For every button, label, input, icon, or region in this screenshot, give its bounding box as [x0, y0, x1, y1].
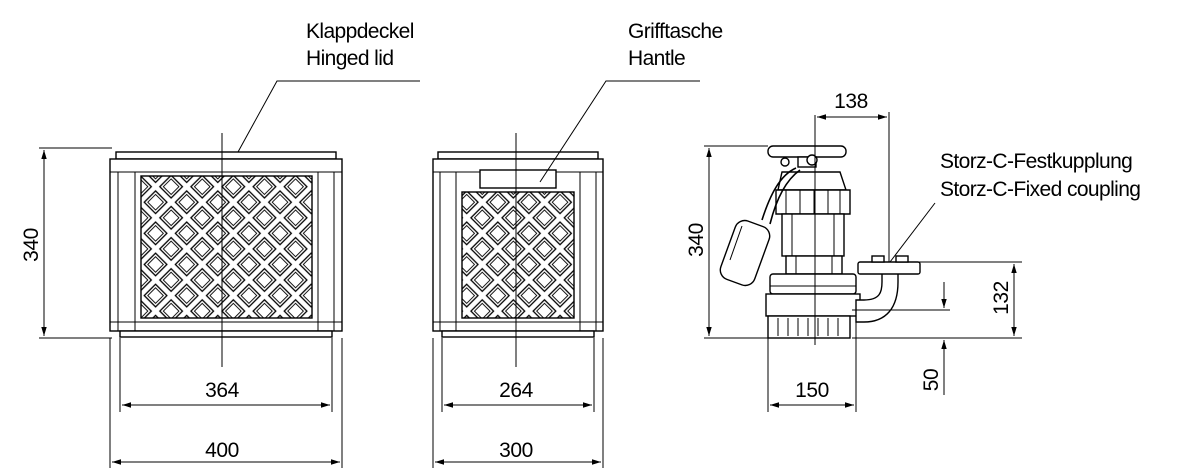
pump-outlet-height-value: 132	[990, 281, 1013, 315]
crate-front-base	[119, 330, 333, 338]
crate-side-lattice	[461, 191, 575, 319]
pump-base-value: 50	[920, 369, 943, 392]
crate-side-inner-width: 264	[499, 379, 534, 402]
lid-leader-line	[237, 80, 420, 153]
lid-label-de: Klappdeckel	[306, 20, 414, 43]
crate-front-lattice	[140, 175, 313, 319]
coupling-label-en: Storz-C-Fixed coupling	[940, 178, 1140, 201]
handle-label-en: Hantle	[628, 47, 685, 70]
crate-height-value: 340	[20, 228, 43, 262]
crate-front-outer-width: 400	[205, 439, 239, 462]
handle-leader-line	[539, 80, 700, 183]
crate-side-outer-width: 300	[499, 439, 533, 462]
pump-outlet-offset-value: 138	[834, 90, 868, 113]
pump: Storz-C-Festkupplung Storz-C-Fixed coupl…	[685, 90, 1141, 412]
crate-side: Grifftasche Hantle 264 300	[432, 20, 723, 468]
pump-outlet-elbow	[855, 271, 899, 323]
coupling-leader-line	[889, 202, 936, 263]
pump-handle	[767, 145, 847, 158]
storz-coupling	[857, 261, 921, 275]
pump-height-value: 340	[685, 223, 708, 257]
lid-label-en: Hinged lid	[306, 47, 393, 70]
pump-float-switch	[719, 219, 771, 287]
pump-base-width-value: 150	[795, 379, 829, 402]
crate-side-base	[441, 330, 595, 338]
coupling-label-de: Storz-C-Festkupplung	[940, 150, 1132, 173]
pump-casing	[769, 273, 857, 295]
handle-label-de: Grifftasche	[628, 20, 723, 43]
pump-motor-body	[781, 213, 845, 257]
crate-side-handle	[479, 169, 557, 189]
crate-front-lid	[115, 151, 337, 160]
crate-front-inner-width: 364	[205, 379, 240, 402]
crate-front: Klappdeckel Hinged lid 340 364 400	[20, 20, 420, 468]
crate-side-lid	[437, 151, 599, 160]
